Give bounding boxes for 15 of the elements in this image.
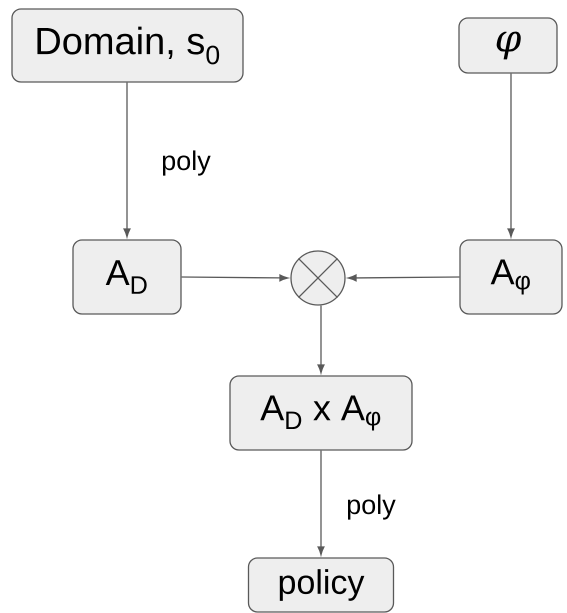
arrow	[182, 274, 288, 282]
multiply-circle	[290, 250, 346, 306]
process-box: A$_{D}$ x A$_{φ}$	[229, 375, 413, 451]
edge-label: poly	[162, 150, 211, 176]
edge-label: poly	[348, 494, 396, 520]
arrow	[348, 274, 460, 282]
process-box: policy	[248, 557, 394, 613]
arrow	[507, 74, 515, 238]
arrow	[317, 450, 325, 556]
arrow	[317, 306, 325, 374]
process-box: φ	[458, 17, 558, 74]
process-box: Domain, s$_{0}$	[11, 8, 244, 83]
process-box: A$_{D}$	[72, 239, 182, 315]
process-box: A$_{φ}$	[459, 239, 563, 315]
arrow	[123, 82, 131, 238]
